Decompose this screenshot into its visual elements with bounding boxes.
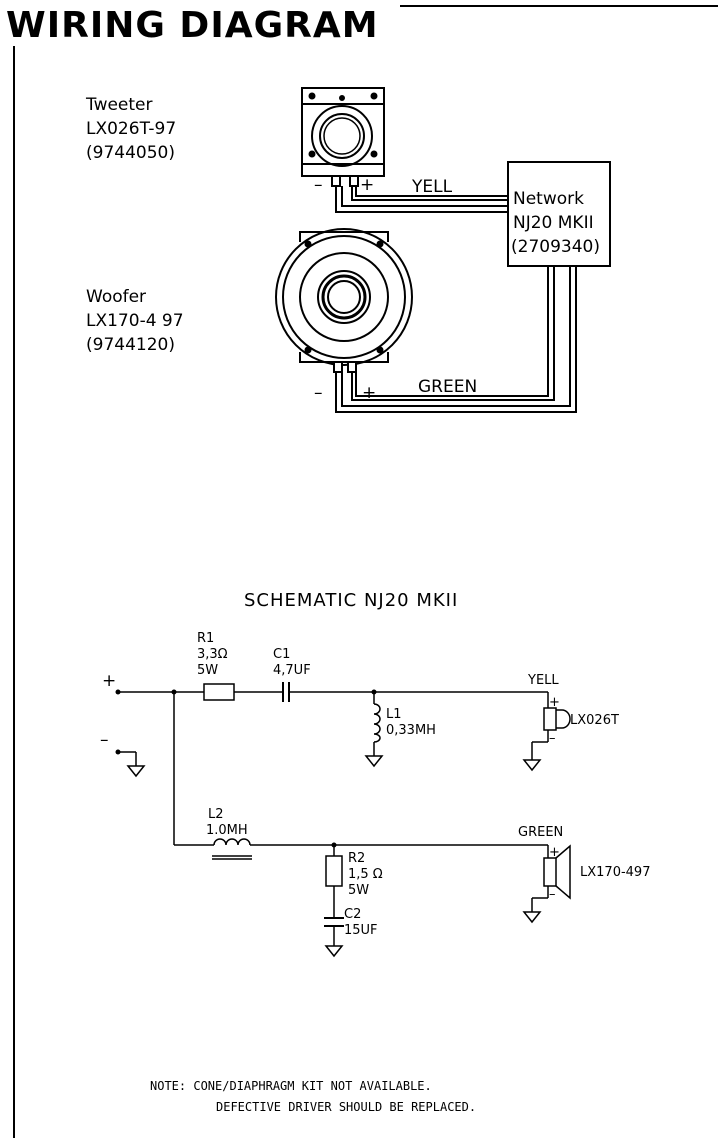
tweeter-minus-terminal: – [314, 175, 323, 195]
r2-ref: R2 [348, 851, 365, 866]
note-block: NOTE: CONE/DIAPHRAGM KIT NOT AVAILABLE. … [150, 1079, 476, 1114]
schematic-title: SCHEMATIC NJ20 MKII [244, 590, 458, 611]
r2-value: 1,5 Ω [348, 867, 383, 882]
yellow-wire-label: YELL [411, 177, 453, 197]
tweeter-sch-wire: YELL [527, 673, 559, 688]
woofer-sch-plus: + [549, 845, 560, 860]
note-line-1: NOTE: CONE/DIAPHRAGM KIT NOT AVAILABLE. [150, 1079, 432, 1093]
capacitor-c1: C1 4,7UF [273, 647, 311, 702]
network-part-number: (2709340) [511, 237, 600, 257]
l1-value: 0,33MH [386, 723, 436, 738]
woofer-minus-terminal: – [314, 383, 323, 403]
r1-power: 5W [197, 663, 218, 678]
woofer-part-number: (9744120) [86, 335, 175, 355]
network-model: NJ20 MKII [513, 213, 594, 233]
tweeter-labels: Tweeter LX026T-97 (9744050) [85, 95, 176, 163]
tweeter-model: LX026T-97 [86, 119, 176, 139]
c1-ref: C1 [273, 647, 290, 662]
tweeter-sch-plus: + [549, 695, 560, 710]
ground-symbols [126, 755, 542, 958]
woofer-sch-wire: GREEN [518, 825, 563, 840]
r1-ref: R1 [197, 631, 214, 646]
tweeter-wires [335, 186, 508, 213]
page-frame [13, 5, 718, 1138]
input-plus-label: + [102, 671, 116, 691]
c2-ref: C2 [344, 907, 361, 922]
c1-value: 4,7UF [273, 663, 311, 678]
r1-value: 3,3Ω [197, 647, 228, 662]
woofer-labels: Woofer LX170-4 97 (9744120) [86, 287, 184, 355]
tweeter-drawing [301, 87, 385, 187]
l2-ref: L2 [208, 807, 224, 822]
tweeter-sch-minus: – [549, 731, 556, 746]
woofer-name: Woofer [86, 287, 146, 307]
input-minus-label: – [100, 730, 109, 750]
page-title: WIRING DIAGRAM [6, 5, 379, 46]
woofer-plus-terminal: + [362, 383, 376, 403]
inductor-l1: L1 0,33MH [373, 703, 436, 743]
resistor-r2: R2 1,5 Ω 5W [325, 851, 383, 898]
note-line-2: DEFECTIVE DRIVER SHOULD BE REPLACED. [216, 1100, 476, 1114]
tweeter-name: Tweeter [85, 95, 153, 115]
network-box: Network NJ20 MKII (2709340) [507, 161, 611, 267]
network-name: Network [513, 189, 584, 209]
l2-value: 1.0MH [206, 823, 248, 838]
green-wire-label: GREEN [418, 377, 477, 397]
woofer-speaker-symbol: + – GREEN LX170-497 [518, 825, 650, 902]
woofer-wires [335, 266, 577, 413]
l1-ref: L1 [386, 707, 402, 722]
tweeter-plus-terminal: + [360, 175, 374, 195]
c2-value: 15UF [344, 923, 378, 938]
inductor-l2: L2 1.0MH [206, 807, 252, 860]
input-terminals: + – [100, 671, 377, 848]
capacitor-c2: C2 15UF [324, 907, 378, 938]
tweeter-sch-label: LX026T [570, 713, 619, 728]
tweeter-speaker-symbol: + – YELL LX026T [527, 673, 619, 746]
schematic-wires [118, 691, 549, 946]
woofer-sch-label: LX170-497 [580, 865, 650, 880]
resistor-r1: R1 3,3Ω 5W [197, 631, 235, 701]
woofer-sch-minus: – [549, 887, 556, 902]
r2-power: 5W [348, 883, 369, 898]
woofer-model: LX170-4 97 [86, 311, 184, 331]
tweeter-part-number: (9744050) [86, 143, 175, 163]
woofer-drawing [275, 228, 413, 373]
